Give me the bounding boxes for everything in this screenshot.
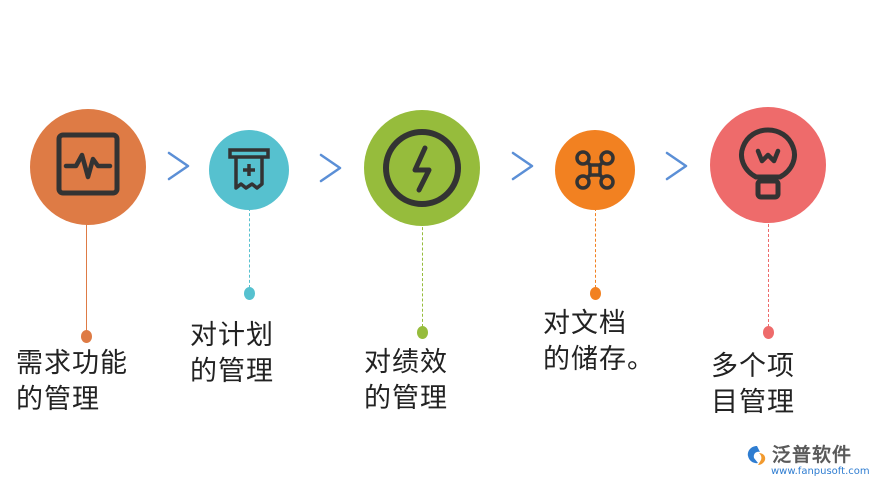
step-1-dot (81, 330, 92, 343)
step-3-dot (417, 326, 428, 339)
step-4-circle (555, 130, 635, 210)
step-3-circle (364, 110, 480, 226)
step-3-label-line2: 的管理 (364, 383, 448, 414)
brand-swirl-icon (747, 446, 766, 465)
step-4-label: 对文档 的储存。 (543, 306, 655, 378)
step-1-label: 需求功能 的管理 (16, 346, 128, 418)
step-1-connector (86, 221, 87, 331)
arrow-icon-4 (665, 151, 688, 181)
step-4-dot (590, 287, 601, 300)
step-1-label-line2: 的管理 (16, 384, 100, 415)
step-2-label-line2: 的管理 (190, 356, 274, 387)
step-2-label: 对计划 的管理 (190, 318, 274, 390)
step-2-dot (244, 287, 255, 300)
step-3-label: 对绩效 的管理 (364, 345, 448, 417)
step-5-label: 多个项 目管理 (711, 349, 795, 421)
lightning-icon (383, 129, 461, 207)
arrow-icon-2 (319, 153, 342, 183)
brand-name: 泛普软件 (772, 444, 853, 466)
arrow-icon-3 (511, 151, 534, 181)
step-2-connector (249, 208, 250, 288)
step-5-connector (768, 219, 769, 327)
step-1-label-line1: 需求功能 (16, 348, 128, 379)
lightbulb-icon (739, 127, 797, 200)
arrow-icon-1 (167, 151, 190, 181)
step-5-dot (763, 326, 774, 339)
step-1-circle (30, 109, 146, 225)
step-4-label-line2: 的储存。 (543, 344, 655, 375)
step-4-label-line1: 对文档 (543, 308, 627, 339)
brand-url: www.fanpusoft.com (771, 466, 870, 477)
step-2-circle (209, 130, 289, 210)
step-4-connector (595, 208, 596, 288)
step-3-connector (422, 222, 423, 327)
step-5-label-line1: 多个项 (711, 351, 795, 382)
brand-logo: 泛普软件 www.fanpusoft.com (745, 444, 870, 477)
step-5-label-line2: 目管理 (711, 387, 795, 418)
receipt-plus-icon (228, 148, 270, 190)
pulse-monitor-icon (56, 132, 120, 196)
step-3-label-line1: 对绩效 (364, 347, 448, 378)
step-2-label-line1: 对计划 (190, 320, 274, 351)
step-5-circle (710, 107, 826, 223)
drone-icon (575, 150, 615, 190)
